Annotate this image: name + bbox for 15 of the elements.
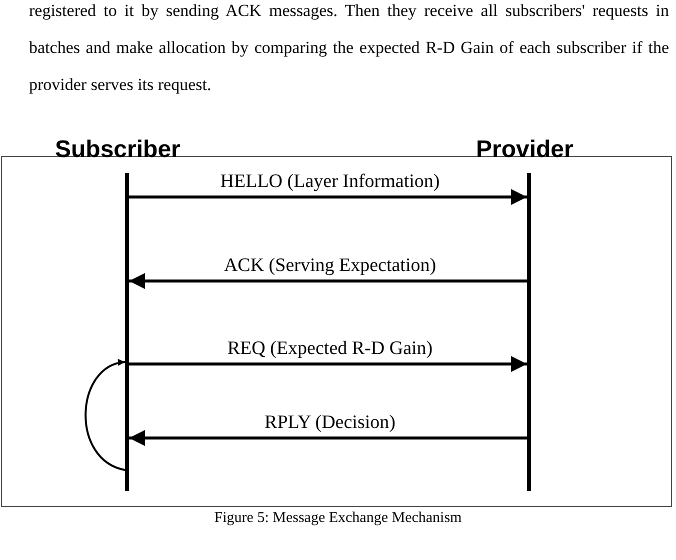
message-arrow [129,189,527,205]
participant-label: Subscriber [55,136,180,164]
figure-caption: Figure 5: Message Exchange Mechanism [213,510,463,527]
message-label: REQ (Expected R-D Gain) [225,338,435,360]
loop-arrow [84,360,126,471]
message-arrow [129,273,527,289]
message-label: ACK (Serving Expectation) [222,255,438,277]
message-label: HELLO (Layer Information) [218,171,442,193]
body-paragraph: registered to it by sending ACK messages. Then they receive all subscribers' requests in batches and make allocation by comparing the expected R-D Gain of each subscriber if the provider serves its request. [29,0,669,96]
lifeline [125,173,129,491]
lifeline [527,173,531,491]
participant-label: Provider [476,136,574,164]
message-label: RPLY (Decision) [262,412,398,434]
message-arrow [129,356,527,372]
message-arrow [129,430,527,446]
